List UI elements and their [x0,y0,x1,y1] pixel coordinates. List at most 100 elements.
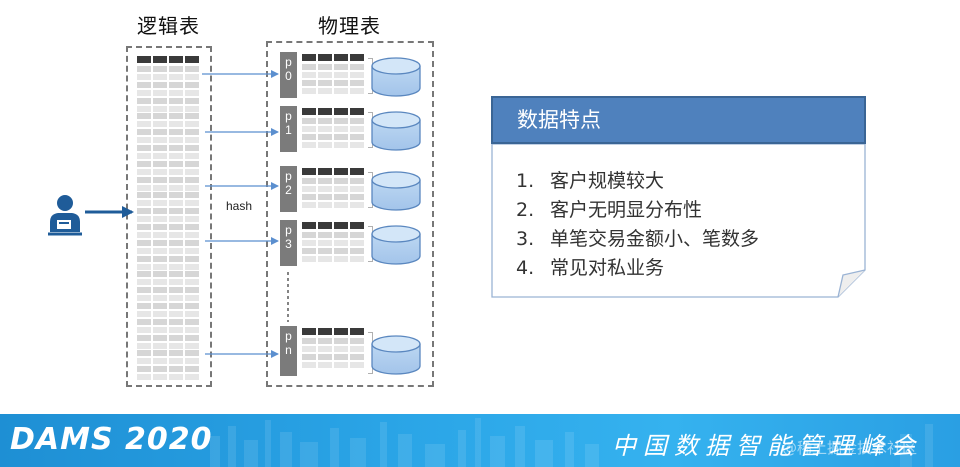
table-header-cell [302,108,316,115]
partition-table [302,168,366,210]
table-cell [318,88,332,94]
table-header-cell [350,108,364,115]
partition-tag: p 0 [280,52,297,98]
hash-arrows [202,70,279,358]
table-cell [185,287,199,294]
table-cell [137,255,151,262]
table-cell [153,137,167,144]
table-cell [185,326,199,333]
table-cell [169,121,183,128]
database-icon [371,225,421,265]
table-cell [318,186,332,192]
table-cell [334,126,348,132]
table-cell [350,186,364,192]
table-cell [137,113,151,120]
table-cell [137,129,151,136]
table-cell [137,358,151,365]
table-cell [153,310,167,317]
table-cell [153,326,167,333]
table-header-cell [334,108,348,115]
database-icon [371,171,421,211]
table-cell [185,303,199,309]
table-cell [169,318,183,325]
table-cell [137,287,151,294]
table-cell [185,255,199,262]
table-cell [185,97,199,104]
table-cell [185,160,199,167]
table-cell [169,334,183,341]
table-cell [334,240,348,246]
table-cell [137,137,151,144]
partition-p0: p 0 [280,52,425,100]
table-cell [137,168,151,175]
logical-table-grid [137,56,201,381]
table-cell [169,160,183,167]
partition-table [302,108,366,150]
table-header-cell [302,168,316,175]
table-cell [334,248,348,254]
table-cell [153,255,167,262]
table-cell [334,118,348,124]
table-cell [318,142,332,148]
table-cell [153,334,167,341]
partition-tag: p 1 [280,106,297,152]
table-header-cell [169,56,183,63]
partition-tag: p 3 [280,220,297,266]
table-cell [153,73,167,80]
feature-card: 数据特点 1.客户规模较大 2.客户无明显分布性 3.单笔交易金额小、笔数多 4… [491,96,866,297]
table-cell [137,231,151,238]
table-header-cell [334,54,348,61]
table-cell [318,134,332,140]
table-cell [185,350,199,357]
database-icon [371,57,421,97]
partition-table [302,54,366,96]
table-header-cell [334,222,348,229]
table-cell [153,350,167,357]
table-cell [350,126,364,132]
partition-table [302,328,366,376]
table-cell [185,358,199,365]
table-cell [302,126,316,132]
table-cell [318,248,332,254]
table-cell [153,81,167,88]
partition-tag: p n [280,326,297,376]
table-cell [334,88,348,94]
table-cell [153,263,167,270]
logical-table-title: 逻辑表 [137,14,200,38]
table-cell [185,208,199,215]
partition-pn: p n [280,326,425,378]
table-cell [153,318,167,325]
table-cell [350,118,364,124]
table-cell [318,194,332,200]
table-cell [153,145,167,151]
table-cell [153,192,167,199]
table-cell [153,231,167,238]
summit-slogan: 中国数据智能管理峰会 [612,432,922,460]
list-item: 2.客户无明显分布性 [516,199,703,221]
table-cell [169,279,183,286]
table-cell [302,232,316,238]
table-cell [302,186,316,192]
table-cell [137,145,151,151]
table-cell [302,346,316,352]
table-cell [169,81,183,88]
table-cell [137,184,151,191]
table-cell [185,334,199,341]
table-cell [169,176,183,183]
table-cell [185,263,199,270]
table-cell [169,326,183,333]
table-cell [185,113,199,120]
table-header-cell [318,168,332,175]
table-cell [153,216,167,223]
table-cell [153,279,167,286]
table-cell [185,279,199,286]
table-cell [350,256,364,262]
table-cell [153,271,167,278]
table-cell [153,295,167,302]
table-cell [169,97,183,104]
table-cell [302,64,316,70]
table-header-cell [153,56,167,63]
table-cell [350,232,364,238]
table-cell [302,362,316,368]
table-cell [350,248,364,254]
